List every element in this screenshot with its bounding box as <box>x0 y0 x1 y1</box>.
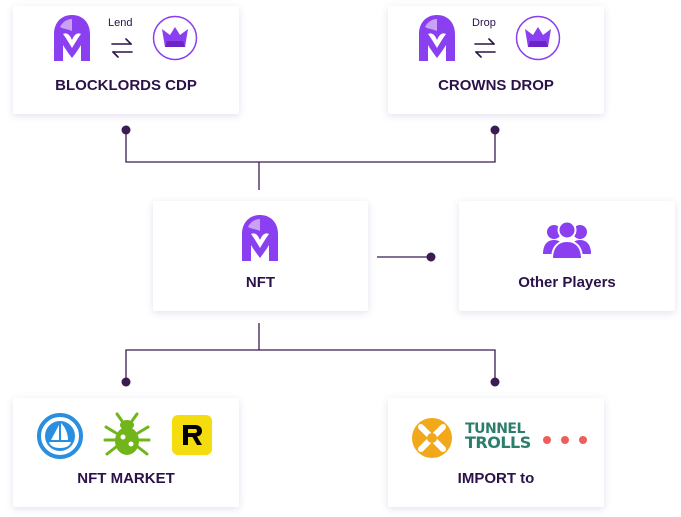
opensea-icon <box>37 413 83 459</box>
crowns-drop-card: Drop CROWNS DROP <box>388 6 604 114</box>
other-players-card: Other Players <box>459 201 675 311</box>
drop-label: Drop <box>472 17 496 29</box>
helmet-icon <box>53 14 91 64</box>
lend-label: Lend <box>108 17 133 29</box>
connector-dot <box>490 377 500 387</box>
bottom-connector <box>125 349 496 382</box>
connector-dot <box>121 377 131 387</box>
crown-icon <box>152 15 198 61</box>
exchange-arrows-icon <box>474 38 496 58</box>
nft-market-card: NFT MARKET <box>13 398 239 507</box>
exchange-arrows-icon <box>111 38 133 58</box>
card-title-nft: NFT <box>245 274 276 291</box>
nft-card: NFT <box>153 201 368 311</box>
card-title-nft-market: NFT MARKET <box>77 470 175 487</box>
crown-icon <box>515 15 561 61</box>
helmet-icon <box>418 14 456 64</box>
import-to-card: TUNNEL TROLLS IMPORT to <box>388 398 604 507</box>
players-group-icon <box>543 220 591 260</box>
cross-badge-icon <box>411 417 453 459</box>
connector-dot <box>490 125 500 135</box>
card-title-crowns-drop: CROWNS DROP <box>438 77 554 94</box>
connector-dot <box>426 252 436 262</box>
tunnel-trolls-line-2: TROLLS <box>465 433 531 452</box>
rarible-icon <box>172 415 212 455</box>
card-title-import-to: IMPORT to <box>457 470 535 487</box>
connector-dot <box>121 125 131 135</box>
card-title-blocklords-cdp: BLOCKLORDS CDP <box>55 77 197 94</box>
top-connector <box>125 130 496 163</box>
card-title-other-players: Other Players <box>518 274 616 291</box>
bug-icon <box>102 411 152 461</box>
more-dots-icon <box>542 435 590 445</box>
tunnel-trolls-line-1: TUNNEL <box>465 421 525 437</box>
helmet-icon <box>241 214 279 264</box>
tunnel-trolls-logo: TUNNEL TROLLS <box>465 421 531 452</box>
blocklords-cdp-card: Lend BLOCKLORDS CDP <box>13 6 239 114</box>
